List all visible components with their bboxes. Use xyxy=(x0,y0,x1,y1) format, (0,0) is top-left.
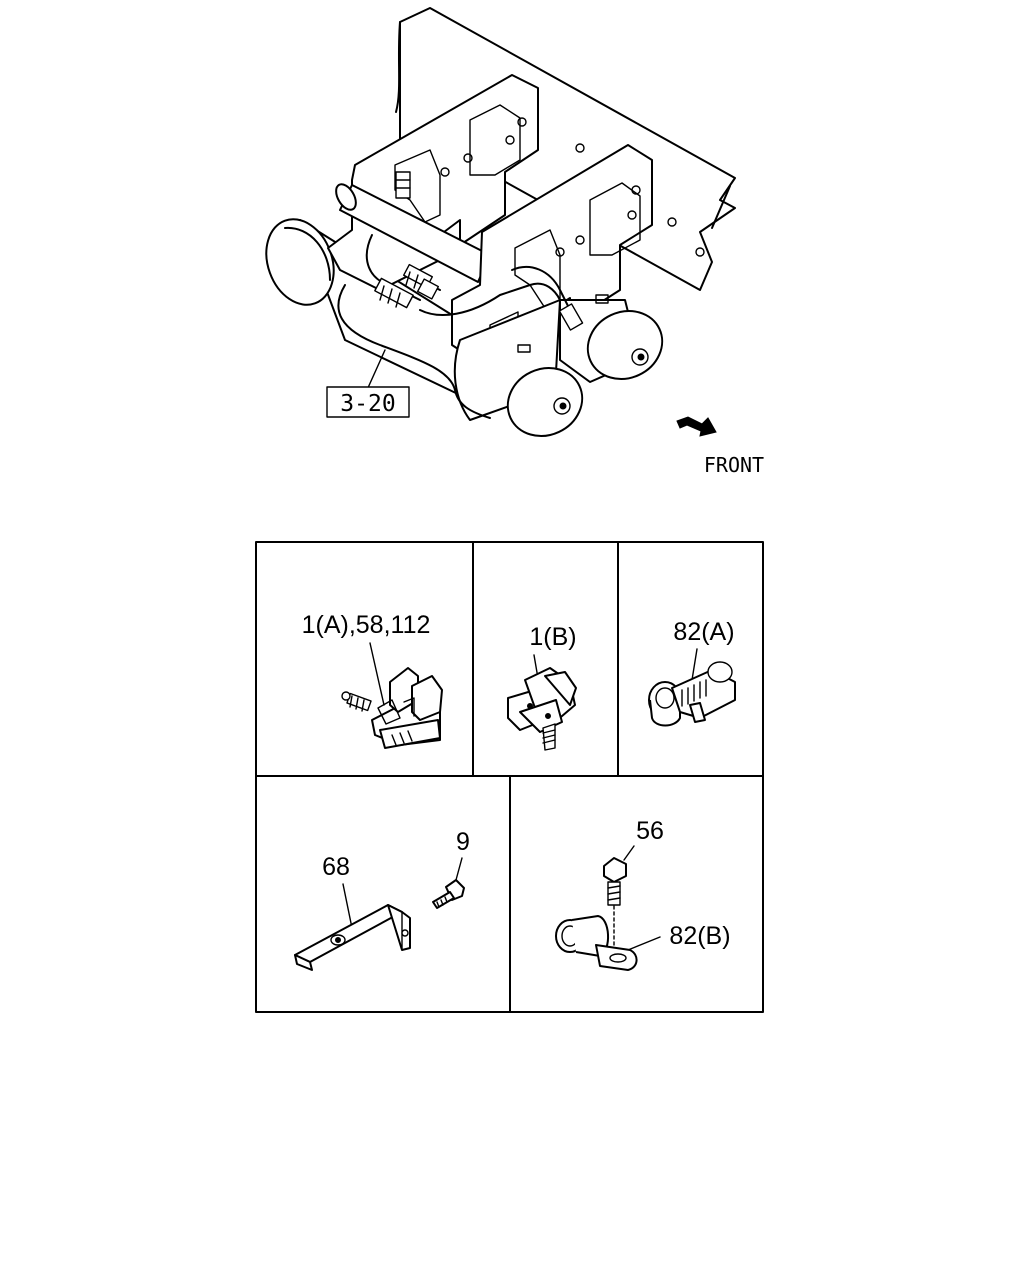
detail-panel-clip-a: 82(A) xyxy=(648,618,736,727)
panel-2-label: 1(B) xyxy=(529,623,576,651)
detail-panel-connector-a: 1(A),58,112 xyxy=(302,611,443,749)
panel-3-label: 82(A) xyxy=(673,618,734,646)
connector-a-part xyxy=(341,667,443,749)
reference-box xyxy=(326,386,410,418)
detail-panel-bracket: 68 9 xyxy=(294,828,470,971)
clamp-82b-part xyxy=(555,915,638,971)
detail-panel-clamp: 56 82(B) xyxy=(555,817,731,971)
panel-1-label: 1(A),58,112 xyxy=(302,611,431,639)
reference-callout: 3-20 xyxy=(326,349,410,418)
panel-4-bolt-label: 9 xyxy=(456,828,470,856)
cross-member xyxy=(335,183,491,283)
panel-5-bolt-label: 56 xyxy=(636,817,664,845)
detail-panels-grid xyxy=(255,541,764,1013)
connector-b-part xyxy=(507,667,577,751)
air-tank-front-right xyxy=(559,294,664,383)
bolt-56-part xyxy=(603,857,627,951)
reference-label: 3-20 xyxy=(340,391,395,417)
front-label: FRONT xyxy=(704,453,764,477)
bolt-9-part xyxy=(432,857,465,909)
panel-5-clamp-label: 82(B) xyxy=(669,922,730,950)
front-direction-indicator: FRONT xyxy=(676,416,764,477)
clip-a-part xyxy=(648,661,736,727)
air-tank-front-left xyxy=(453,299,584,437)
main-assembly-view: 3-20 FRONT xyxy=(265,7,764,477)
detail-panel-connector-b: 1(B) xyxy=(507,623,577,751)
pipe-fittings xyxy=(374,171,584,331)
front-arrow-icon xyxy=(676,416,717,437)
panel-4-bracket-label: 68 xyxy=(322,853,350,881)
bracket-68-part xyxy=(294,904,411,971)
